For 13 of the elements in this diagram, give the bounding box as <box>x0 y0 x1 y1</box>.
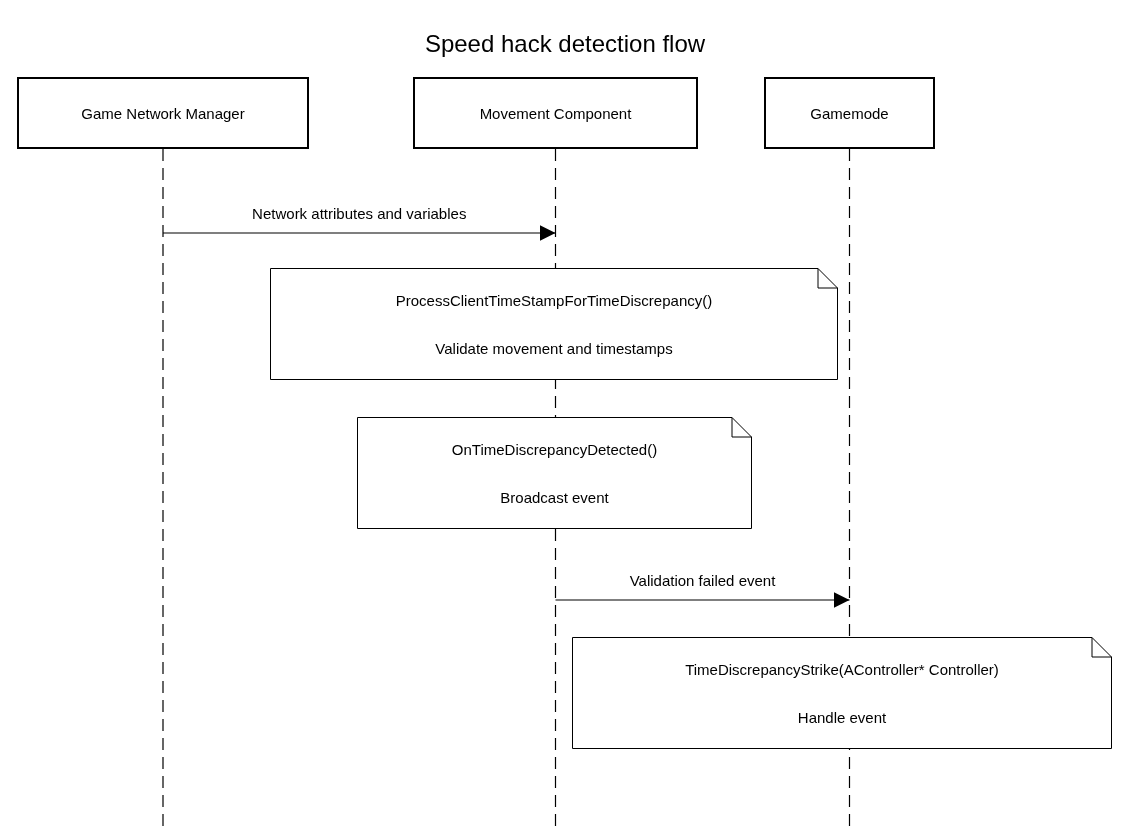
note-text: Validate movement and timestamps <box>434 340 674 357</box>
edge-label: Validation failed event <box>626 572 779 589</box>
function-name: OnTimeDiscrepancyDetected() <box>450 441 659 458</box>
participant-name: Movement Component <box>479 104 632 122</box>
diagram-title: Speed hack detection flow <box>423 30 707 58</box>
function-name: TimeDiscrepancyStrike(AController* Controller) <box>684 661 1000 678</box>
note-text: Broadcast event <box>499 489 610 506</box>
participant-name: Gamemode <box>810 104 889 122</box>
participant-name: Game Network Manager <box>81 104 245 122</box>
message-arrow <box>554 592 851 608</box>
function-name: ProcessClientTimeStampForTimeDiscrepancy() <box>394 292 714 309</box>
message-arrow <box>162 225 557 241</box>
note-text: Handle event <box>796 709 888 726</box>
